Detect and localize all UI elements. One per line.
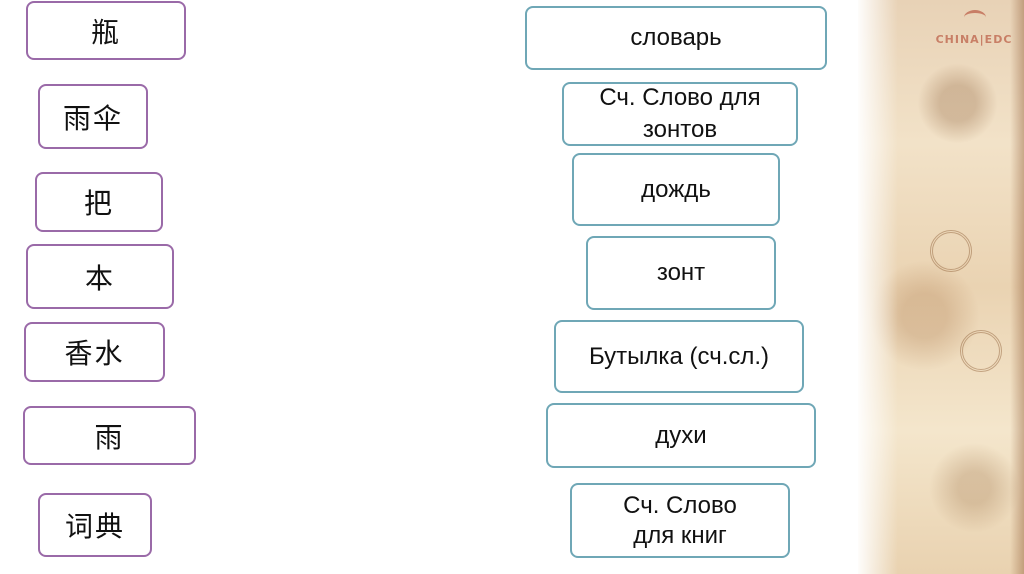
russian-word-card[interactable]: духи (546, 403, 816, 468)
chinese-word-card[interactable]: 雨 (23, 406, 196, 465)
russian-word: Бутылка (сч.сл.) (588, 342, 770, 370)
chinese-word-card[interactable]: 瓶 (26, 1, 186, 60)
chinese-word-card[interactable]: 把 (35, 172, 163, 232)
chinese-word-card[interactable]: 词典 (38, 493, 152, 557)
russian-word-card[interactable]: словарь (525, 6, 827, 70)
chinese-word: 把 (83, 187, 114, 220)
logo-text: CHINA|EDC (935, 33, 1013, 46)
chinese-word: 雨伞 (62, 101, 123, 135)
russian-word: дождь (641, 175, 711, 203)
chinese-word: 雨 (94, 420, 125, 454)
decorative-parchment-border (858, 0, 1024, 574)
decorative-ornament (960, 330, 1002, 372)
russian-word: духи (655, 421, 707, 449)
chinese-word-card[interactable]: 本 (26, 244, 174, 309)
russian-word: Сч. Слово для книг (623, 491, 737, 549)
logo-icon (964, 10, 986, 25)
chinese-word-card[interactable]: 雨伞 (38, 84, 148, 149)
russian-word-card[interactable]: Бутылка (сч.сл.) (554, 320, 804, 393)
chinese-word: 瓶 (90, 15, 121, 49)
russian-word: зонт (656, 259, 706, 286)
russian-word-card[interactable]: дождь (572, 153, 780, 226)
russian-word-card[interactable]: зонт (586, 236, 776, 310)
russian-word: Сч. Слово для зонтов (599, 83, 761, 143)
chinese-word: 香水 (64, 337, 125, 370)
chinese-word: 词典 (64, 510, 125, 543)
russian-word-card[interactable]: Сч. Слово для зонтов (562, 82, 798, 146)
decorative-ornament (930, 230, 972, 272)
chinese-word: 本 (84, 261, 115, 295)
logo: CHINA|EDC (934, 10, 1014, 46)
russian-word: словарь (630, 24, 722, 51)
chinese-word-card[interactable]: 香水 (24, 322, 165, 382)
russian-word-card[interactable]: Сч. Слово для книг (570, 483, 790, 558)
